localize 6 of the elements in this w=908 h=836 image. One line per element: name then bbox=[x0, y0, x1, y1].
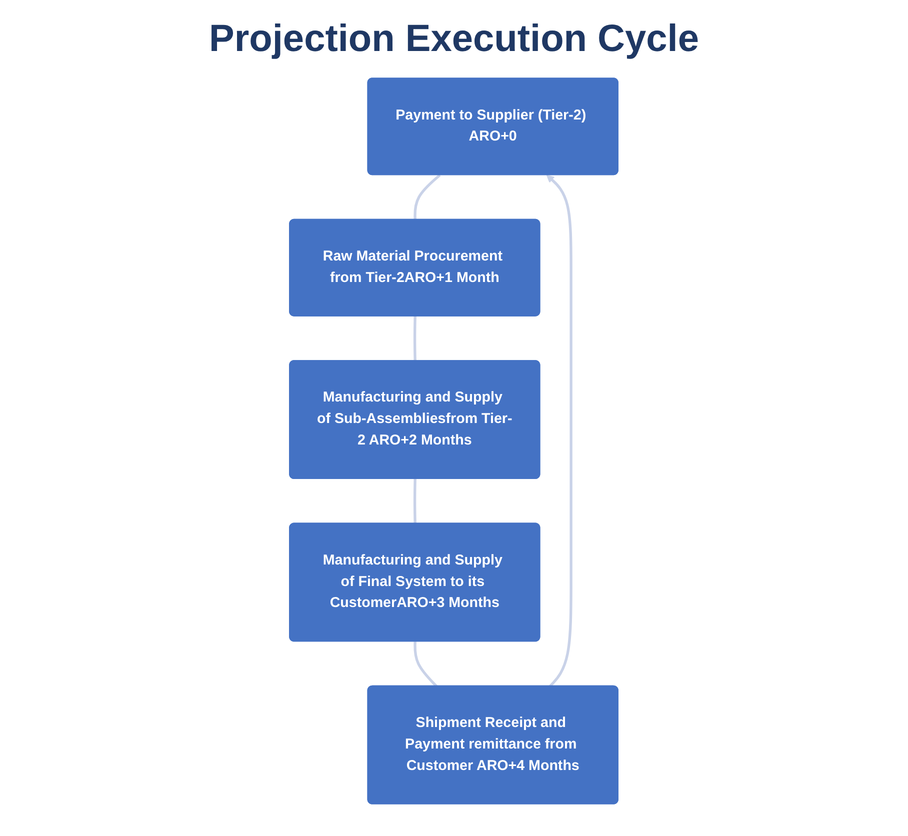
connector bbox=[414, 316, 417, 362]
arrow bbox=[546, 174, 573, 688]
connector bbox=[414, 478, 417, 524]
diagram-title: Projection Execution Cycle bbox=[208, 18, 700, 61]
connector bbox=[414, 642, 438, 688]
connector bbox=[414, 174, 441, 220]
